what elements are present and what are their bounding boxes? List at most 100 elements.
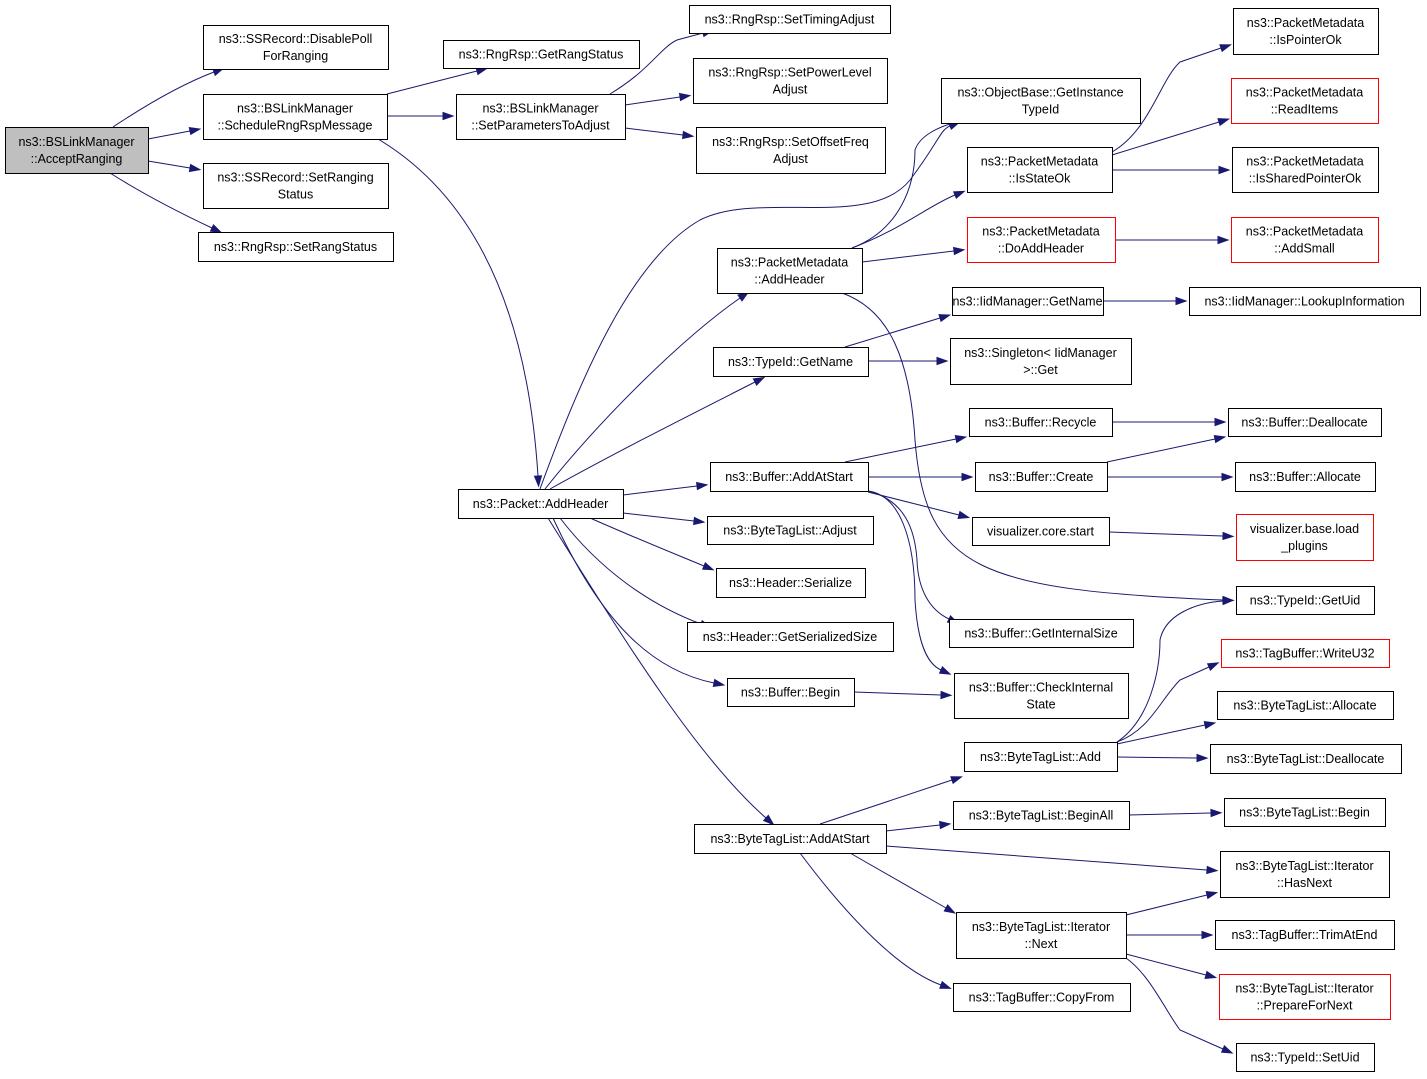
function-node-serialize[interactable]: ns3::Header::Serialize [716, 568, 866, 598]
function-node-singleton[interactable]: ns3::Singleton< IidManager>::Get [950, 338, 1132, 385]
function-node-trimatend[interactable]: ns3::TagBuffer::TrimAtEnd [1215, 920, 1395, 950]
call-edge-iternext-to-preparefornext [1125, 953, 1218, 979]
function-node-doaddheader[interactable]: ns3::PacketMetadata::DoAddHeader [967, 217, 1116, 263]
function-node-ispointerok[interactable]: ns3::PacketMetadata::IsPointerOk [1233, 8, 1379, 55]
call-edge-btladd-to-btldeallocate [1116, 753, 1209, 763]
function-node-getsersize[interactable]: ns3::Header::GetSerializedSize [687, 622, 894, 652]
node-label-line: ns3::Buffer::GetInternalSize [964, 627, 1117, 641]
function-node-vizload[interactable]: visualizer.base.load_plugins [1236, 514, 1374, 561]
edge-line [147, 130, 191, 140]
node-label-line: visualizer.base.load [1250, 522, 1359, 536]
node-box [198, 232, 394, 262]
arrowhead-icon [1206, 662, 1220, 672]
node-label-line: ::ReadItems [1271, 103, 1338, 117]
arrowhead-icon [1206, 865, 1219, 875]
function-node-vizstart[interactable]: visualizer.core.start [972, 517, 1110, 546]
function-node-pmaddheader[interactable]: ns3::PacketMetadata::AddHeader [717, 248, 863, 294]
call-edge-create-to-allocate [1107, 472, 1234, 482]
function-node-iternext[interactable]: ns3::ByteTagList::Iterator::Next [956, 912, 1127, 959]
edge-line [624, 127, 684, 136]
function-node-settiming[interactable]: ns3::RngRsp::SetTimingAdjust [689, 5, 891, 34]
function-node-isstateok[interactable]: ns3::PacketMetadata::IsStateOk [967, 147, 1113, 193]
function-node-getuid[interactable]: ns3::TypeId::GetUid [1236, 586, 1375, 615]
node-box [949, 619, 1134, 648]
call-edge-btlbeginall-to-btlbegin [1128, 808, 1223, 818]
arrowhead-icon [682, 130, 695, 140]
function-node-setrangstatus[interactable]: ns3::RngRsp::SetRangStatus [198, 232, 394, 262]
call-edge-btladd-to-getuid [1116, 596, 1235, 743]
node-box [1217, 691, 1394, 720]
function-node-getrangstatus[interactable]: ns3::RngRsp::GetRangStatus [443, 40, 640, 69]
function-node-btlallocate[interactable]: ns3::ByteTagList::Allocate [1217, 691, 1394, 720]
function-node-addatstart[interactable]: ns3::Buffer::AddAtStart [710, 462, 869, 492]
node-box [443, 40, 640, 69]
node-box [953, 983, 1131, 1012]
node-box [687, 622, 894, 652]
function-node-copyfrom[interactable]: ns3::TagBuffer::CopyFrom [953, 983, 1131, 1012]
edge-line [609, 32, 704, 95]
node-box [717, 248, 863, 294]
arrowhead-icon [1175, 296, 1188, 306]
node-label-line: ::PrepareForNext [1257, 999, 1353, 1013]
node-label-line: ::IsSharedPointerOk [1249, 172, 1362, 186]
node-box [1228, 408, 1382, 437]
function-node-bufbegin[interactable]: ns3::Buffer::Begin [727, 678, 855, 707]
function-node-getinternal[interactable]: ns3::Buffer::GetInternalSize [949, 619, 1134, 648]
node-box [953, 801, 1130, 830]
function-node-btlbegin[interactable]: ns3::ByteTagList::Begin [1224, 798, 1386, 827]
edge-line [1128, 812, 1212, 816]
function-node-hasnext[interactable]: ns3::ByteTagList::Iterator::HasNext [1220, 851, 1390, 898]
function-node-btladd[interactable]: ns3::ByteTagList::Add [964, 742, 1118, 772]
call-edge-iternext-to-trimatend [1126, 930, 1214, 940]
arrowhead-icon [1221, 472, 1234, 482]
function-node-preparefornext[interactable]: ns3::ByteTagList::Iterator::PrepareForNe… [1219, 974, 1391, 1020]
node-box [5, 127, 149, 174]
node-label-line: ns3::ByteTagList::Begin [1239, 806, 1370, 820]
edge-line [853, 691, 942, 696]
arrowhead-icon [1204, 970, 1218, 979]
edge-line [1116, 756, 1198, 759]
call-edge-schedule-to-getrangstatus [386, 67, 489, 95]
function-node-iidgetname[interactable]: ns3::IidManager::GetName [952, 287, 1104, 316]
function-node-tidgetname[interactable]: ns3::TypeId::GetName [713, 347, 869, 377]
arrowhead-icon [1219, 44, 1232, 53]
function-node-create[interactable]: ns3::Buffer::Create [975, 462, 1108, 492]
function-node-readitems[interactable]: ns3::PacketMetadata::ReadItems [1231, 78, 1379, 124]
node-box [203, 94, 388, 140]
node-box [707, 516, 874, 545]
call-edge-isstateok-to-issharedptr [1112, 165, 1231, 175]
function-node-pktaddheader[interactable]: ns3::Packet::AddHeader [458, 489, 624, 519]
function-node-setparams[interactable]: ns3::BSLinkManager::SetParametersToAdjus… [456, 94, 626, 140]
function-node-btldeallocate[interactable]: ns3::ByteTagList::Deallocate [1210, 744, 1402, 774]
arrowhead-icon [939, 820, 952, 830]
arrowhead-icon [1201, 930, 1214, 940]
function-node-lookup[interactable]: ns3::IidManager::LookupInformation [1189, 287, 1421, 316]
node-label-line: ns3::PacketMetadata [731, 256, 848, 270]
function-node-btladdatstart[interactable]: ns3::ByteTagList::AddAtStart [694, 824, 887, 854]
call-edge-pktaddheader-to-serialize [589, 517, 715, 571]
call-nodes: ns3::BSLinkManager::AcceptRangingns3::SS… [5, 5, 1421, 1072]
function-node-writeu32[interactable]: ns3::TagBuffer::WriteU32 [1221, 639, 1390, 668]
function-node-recycle[interactable]: ns3::Buffer::Recycle [969, 408, 1113, 437]
call-edge-isstateok-to-readitems [1111, 118, 1231, 156]
function-node-deallocate[interactable]: ns3::Buffer::Deallocate [1228, 408, 1382, 437]
function-node-btladjust[interactable]: ns3::ByteTagList::Adjust [707, 516, 874, 545]
function-node-issharedptr[interactable]: ns3::PacketMetadata::IsSharedPointerOk [1232, 147, 1379, 193]
node-box [1221, 639, 1390, 668]
node-label-line: ns3::PacketMetadata [1246, 86, 1363, 100]
call-edge-root-to-schedule [147, 127, 202, 140]
function-node-btlbeginall[interactable]: ns3::ByteTagList::BeginAll [953, 801, 1130, 830]
function-node-allocate[interactable]: ns3::Buffer::Allocate [1235, 462, 1376, 492]
edge-line [622, 485, 698, 496]
function-node-root[interactable]: ns3::BSLinkManager::AcceptRanging [5, 127, 149, 174]
function-node-addsmall[interactable]: ns3::PacketMetadata::AddSmall [1231, 217, 1379, 263]
node-box [1210, 744, 1402, 774]
function-node-schedule[interactable]: ns3::BSLinkManager::ScheduleRngRspMessag… [203, 94, 388, 140]
function-node-setuid[interactable]: ns3::TypeId::SetUid [1236, 1043, 1375, 1072]
